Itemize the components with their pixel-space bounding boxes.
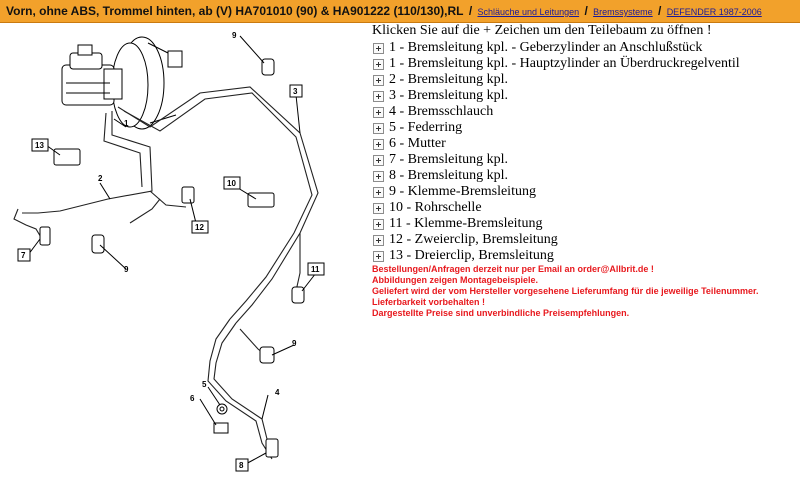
plus-box-icon[interactable] [373, 42, 384, 54]
breadcrumb-separator: / [658, 4, 662, 18]
callout-9-mid: 9 [292, 339, 297, 348]
breadcrumb-link-schlaeuche[interactable]: Schläuche und Leitungen [477, 7, 580, 17]
brake-pipes [13, 86, 319, 460]
header-bar: Vorn, ohne ABS, Trommel hinten, ab (V) H… [0, 0, 800, 23]
callout-11: 11 [311, 265, 320, 274]
callout-3: 3 [293, 87, 298, 96]
callout-7: 7 [21, 251, 26, 260]
plus-box-icon[interactable] [373, 106, 384, 118]
tree-item-label: 12 - Zweierclip, Bremsleitung [389, 232, 558, 247]
master-cylinder [61, 44, 123, 106]
notice-line: Lieferbarkeit vorbehalten ! [372, 297, 486, 307]
tree-item-label: 2 - Bremsleitung kpl. [389, 72, 508, 87]
tree-item[interactable]: 2 - Bremsleitung kpl. [372, 72, 797, 88]
callout-1: 1 [124, 119, 129, 128]
callout-12: 12 [195, 223, 204, 232]
plus-box-icon[interactable] [373, 250, 384, 262]
notice-line: Abbildungen zeigen Montagebeispiele. [372, 275, 539, 285]
tree-item-label: 10 - Rohrschelle [389, 200, 482, 215]
callout-leaders [27, 35, 317, 466]
notice-line: Geliefert wird der vom Hersteller vorges… [372, 286, 759, 296]
callout-5: 5 [202, 380, 207, 389]
tree-item-label: 1 - Bremsleitung kpl. - Geberzylinder an… [389, 40, 703, 55]
notice-block: Bestellungen/Anfragen derzeit nur per Em… [372, 264, 797, 319]
brake-booster [111, 36, 183, 130]
plus-box-icon[interactable] [373, 90, 384, 102]
notice-line: Bestellungen/Anfragen derzeit nur per Em… [372, 264, 654, 274]
breadcrumb-link-defender[interactable]: DEFENDER 1987-2006 [666, 7, 762, 17]
callout-box [31, 138, 49, 152]
tree-item[interactable]: 13 - Dreierclip, Bremsleitung [372, 248, 797, 264]
tree-item-label: 3 - Bremsleitung kpl. [389, 88, 508, 103]
callout-4: 4 [275, 388, 280, 397]
tree-item-label: 9 - Klemme-Bremsleitung [389, 184, 536, 199]
callout-labels: 9 3 1 13 2 10 12 7 9 11 9 5 4 6 8 [17, 31, 325, 472]
parts-tree: 1 - Bremsleitung kpl. - Geberzylinder an… [372, 40, 797, 264]
tree-item[interactable]: 5 - Federring [372, 120, 797, 136]
exploded-parts-diagram: 9 3 1 13 2 10 12 7 9 11 9 5 4 6 8 [13, 31, 325, 472]
tree-item[interactable]: 6 - Mutter [372, 136, 797, 152]
plus-box-icon[interactable] [373, 170, 384, 182]
callout-box [235, 458, 249, 472]
callout-9-left: 9 [124, 265, 129, 274]
tree-item[interactable]: 7 - Bremsleitung kpl. [372, 152, 797, 168]
tree-item-label: 7 - Bremsleitung kpl. [389, 152, 508, 167]
plus-box-icon[interactable] [373, 186, 384, 198]
breadcrumb-separator: / [584, 4, 588, 18]
parts-panel: Klicken Sie auf die + Zeichen um den Tei… [372, 23, 797, 319]
tree-item-label: 4 - Bremsschlauch [389, 104, 494, 119]
tree-item[interactable]: 4 - Bremsschlauch [372, 104, 797, 120]
plus-box-icon[interactable] [373, 218, 384, 230]
tree-item-label: 6 - Mutter [389, 136, 446, 151]
plus-box-icon[interactable] [373, 138, 384, 150]
plus-box-icon[interactable] [373, 202, 384, 214]
page-title: Vorn, ohne ABS, Trommel hinten, ab (V) H… [6, 4, 464, 18]
tree-item[interactable]: 10 - Rohrschelle [372, 200, 797, 216]
callout-box [307, 262, 325, 276]
tree-item-label: 1 - Bremsleitung kpl. - Hauptzylinder an… [389, 56, 740, 71]
tree-item[interactable]: 1 - Bremsleitung kpl. - Geberzylinder an… [372, 40, 797, 56]
tree-item-label: 11 - Klemme-Bremsleitung [389, 216, 543, 231]
breadcrumb-separator: / [468, 4, 473, 18]
callout-2: 2 [98, 174, 103, 183]
callout-9-top: 9 [232, 31, 237, 40]
tree-item[interactable]: 1 - Bremsleitung kpl. - Hauptzylinder an… [372, 56, 797, 72]
tree-item-label: 5 - Federring [389, 120, 463, 135]
callout-6: 6 [190, 394, 195, 403]
tree-item[interactable]: 12 - Zweierclip, Bremsleitung [372, 232, 797, 248]
plus-box-icon[interactable] [373, 122, 384, 134]
tree-item[interactable]: 9 - Klemme-Bremsleitung [372, 184, 797, 200]
plus-box-icon[interactable] [373, 154, 384, 166]
notice-line: Dargestellte Preise sind unverbindliche … [372, 308, 630, 318]
tree-item[interactable]: 3 - Bremsleitung kpl. [372, 88, 797, 104]
plus-box-icon[interactable] [373, 58, 384, 70]
callout-box [191, 220, 209, 234]
plus-box-icon[interactable] [373, 234, 384, 246]
tree-item[interactable]: 11 - Klemme-Bremsleitung [372, 216, 797, 232]
plus-box-icon[interactable] [373, 74, 384, 86]
callout-13: 13 [35, 141, 44, 150]
callout-box [223, 176, 241, 190]
tree-instruction: Klicken Sie auf die + Zeichen um den Tei… [372, 23, 712, 38]
tree-item-label: 13 - Dreierclip, Bremsleitung [389, 248, 554, 263]
tree-item-label: 8 - Bremsleitung kpl. [389, 168, 508, 183]
breadcrumb-link-bremssysteme[interactable]: Bremssysteme [593, 7, 653, 17]
callout-box [17, 248, 31, 262]
callout-10: 10 [227, 179, 236, 188]
callout-8: 8 [239, 461, 244, 470]
tree-item[interactable]: 8 - Bremsleitung kpl. [372, 168, 797, 184]
callout-box [289, 84, 303, 98]
clips-and-fittings [39, 58, 305, 458]
